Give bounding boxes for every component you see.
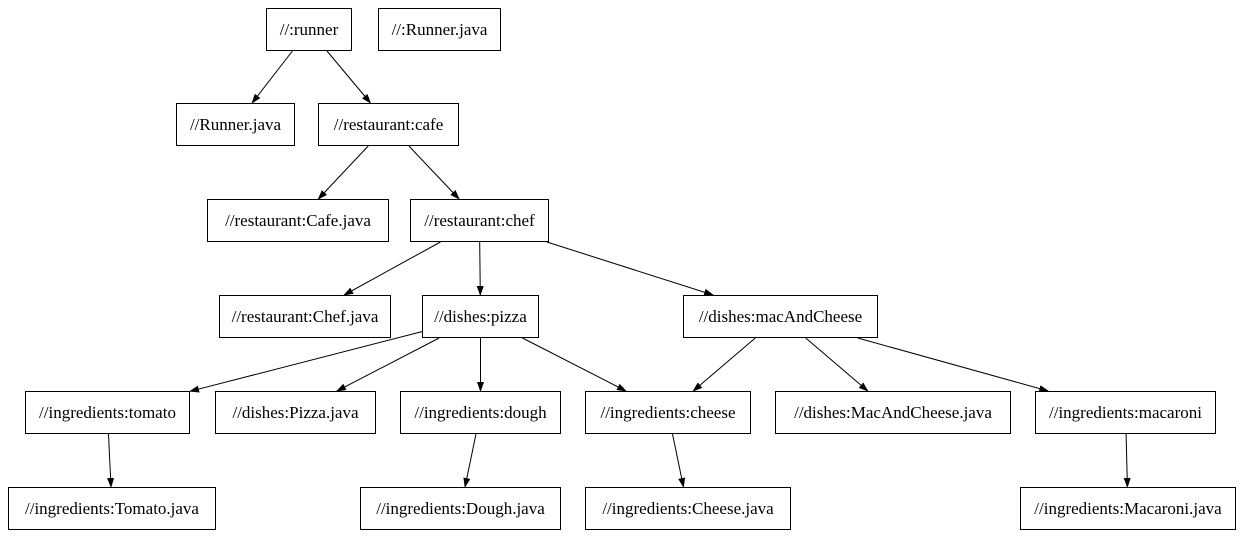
edge-runner-to-runner-java: [251, 50, 293, 104]
edge-cafe-to-chef: [408, 145, 460, 200]
node-pizza-java: //dishes:Pizza.java: [215, 391, 376, 434]
node-chef-java: //restaurant:Chef.java: [219, 295, 391, 338]
node-dough: //ingredients:dough: [400, 391, 561, 434]
node-macaroni-java: //ingredients:Macaroni.java: [1020, 487, 1236, 530]
node-cafe: //restaurant:cafe: [318, 103, 459, 146]
edge-chef-to-chef-java: [343, 241, 441, 296]
node-dough-java: //ingredients:Dough.java: [360, 487, 561, 530]
edge-runner-to-cafe: [326, 50, 372, 104]
node-tomato: //ingredients:tomato: [25, 391, 190, 434]
edge-macaroni-to-macaroni-java: [1123, 433, 1131, 488]
node-cheese-java: //ingredients:Cheese.java: [585, 487, 791, 530]
edge-tomato-to-tomato-java: [107, 433, 115, 488]
node-root-runner-java: //:Runner.java: [378, 8, 501, 51]
edge-pizza-to-cheese: [522, 337, 627, 392]
edge-chef-to-pizza: [476, 241, 484, 296]
node-mac-and-cheese: //dishes:macAndCheese: [683, 295, 878, 338]
node-tomato-java: //ingredients:Tomato.java: [8, 487, 216, 530]
edge-dough-to-dough-java: [463, 433, 477, 488]
edge-chef-to-mac-and-cheese: [546, 241, 715, 296]
node-cheese: //ingredients:cheese: [585, 391, 751, 434]
edge-cafe-to-cafe-java: [317, 145, 369, 200]
node-chef: //restaurant:chef: [410, 199, 549, 242]
edge-mac-and-cheese-to-cheese: [692, 337, 756, 392]
node-runner: //:runner: [266, 8, 352, 51]
edge-cheese-to-cheese-java: [672, 433, 686, 488]
node-cafe-java: //restaurant:Cafe.java: [207, 199, 389, 242]
edge-pizza-to-pizza-java: [336, 337, 440, 392]
edge-mac-and-cheese-to-mac-and-cheese-java: [805, 337, 869, 392]
edge-mac-and-cheese-to-macaroni: [857, 337, 1050, 392]
node-macaroni: //ingredients:macaroni: [1035, 391, 1216, 434]
node-runner-java: //Runner.java: [176, 103, 295, 146]
node-mac-and-cheese-java: //dishes:MacAndCheese.java: [775, 391, 1011, 434]
edge-pizza-to-tomato: [189, 331, 423, 393]
node-pizza: //dishes:pizza: [422, 295, 539, 338]
